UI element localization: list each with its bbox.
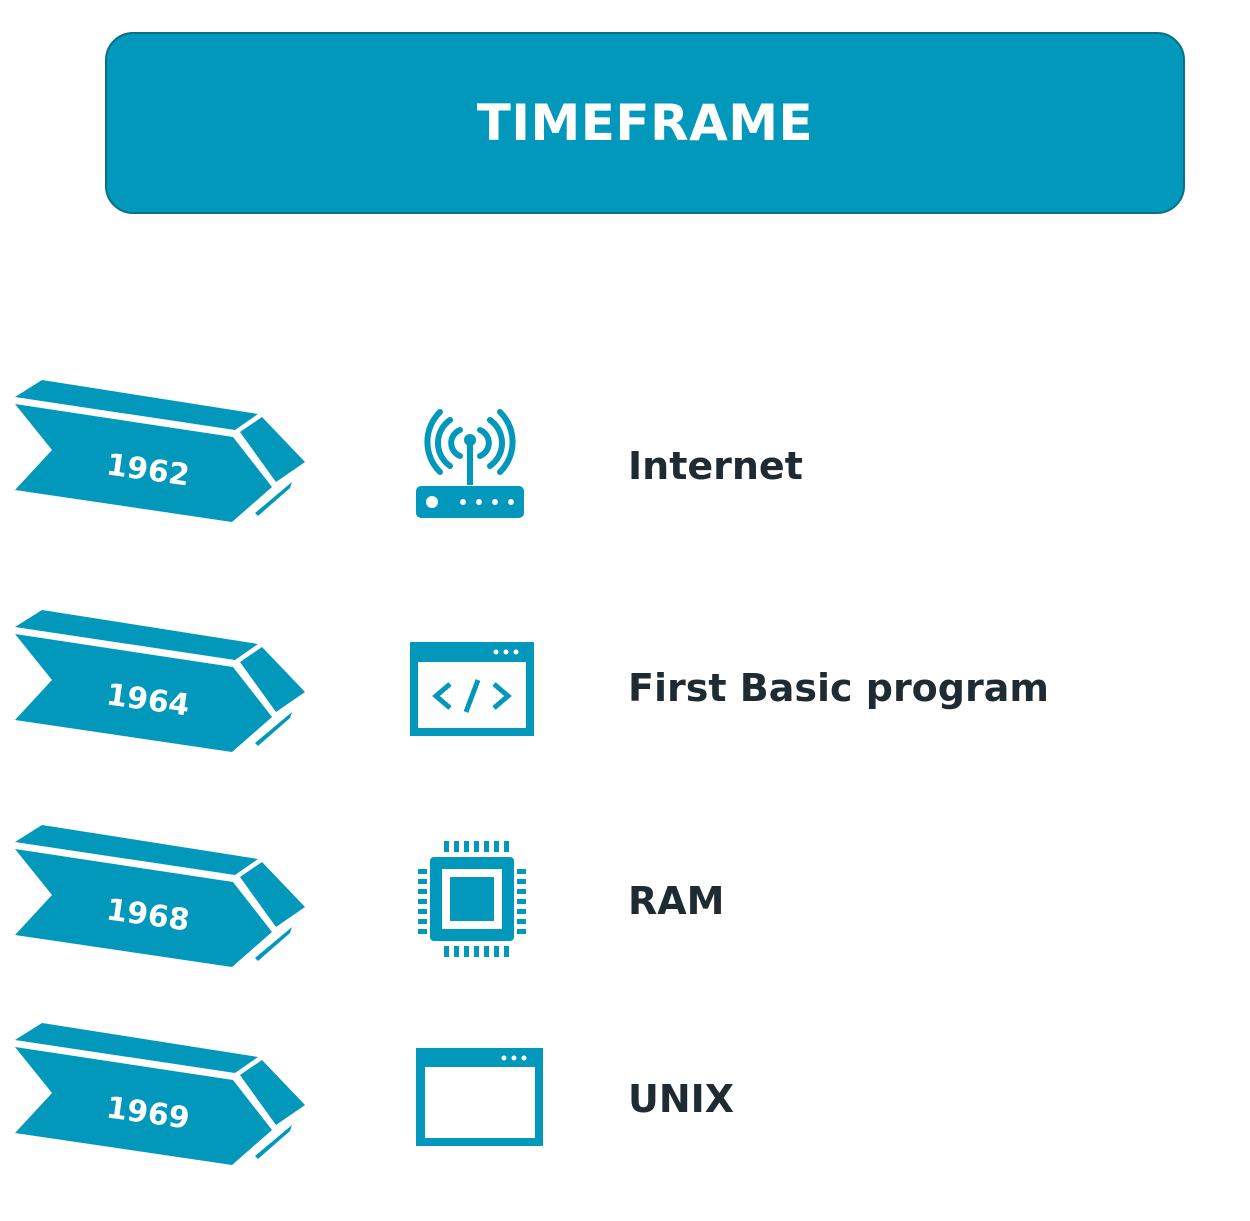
timeline-row: 1969 UNIX <box>0 1013 1250 1183</box>
event-label: Internet <box>628 444 803 488</box>
timeframe-header: TIMEFRAME <box>105 32 1185 214</box>
event-label: UNIX <box>628 1077 735 1121</box>
year-arrow-badge: 1962 <box>15 380 305 522</box>
timeline-row: 1964 First Basic program <box>0 600 1250 770</box>
year-arrow-badge: 1969 <box>15 1023 305 1165</box>
chip-icon <box>418 841 526 957</box>
router-icon <box>416 409 524 518</box>
window-icon <box>416 1048 543 1146</box>
timeline-row: 1968 RAM <box>0 815 1250 985</box>
year-arrow-badge: 1964 <box>15 610 305 752</box>
timeline-row: 1962 Internet <box>0 370 1250 540</box>
page-title: TIMEFRAME <box>476 94 814 152</box>
event-label: First Basic program <box>628 666 1049 710</box>
year-arrow-badge: 1968 <box>15 825 305 967</box>
code-window-icon <box>410 642 534 736</box>
event-label: RAM <box>628 879 725 923</box>
